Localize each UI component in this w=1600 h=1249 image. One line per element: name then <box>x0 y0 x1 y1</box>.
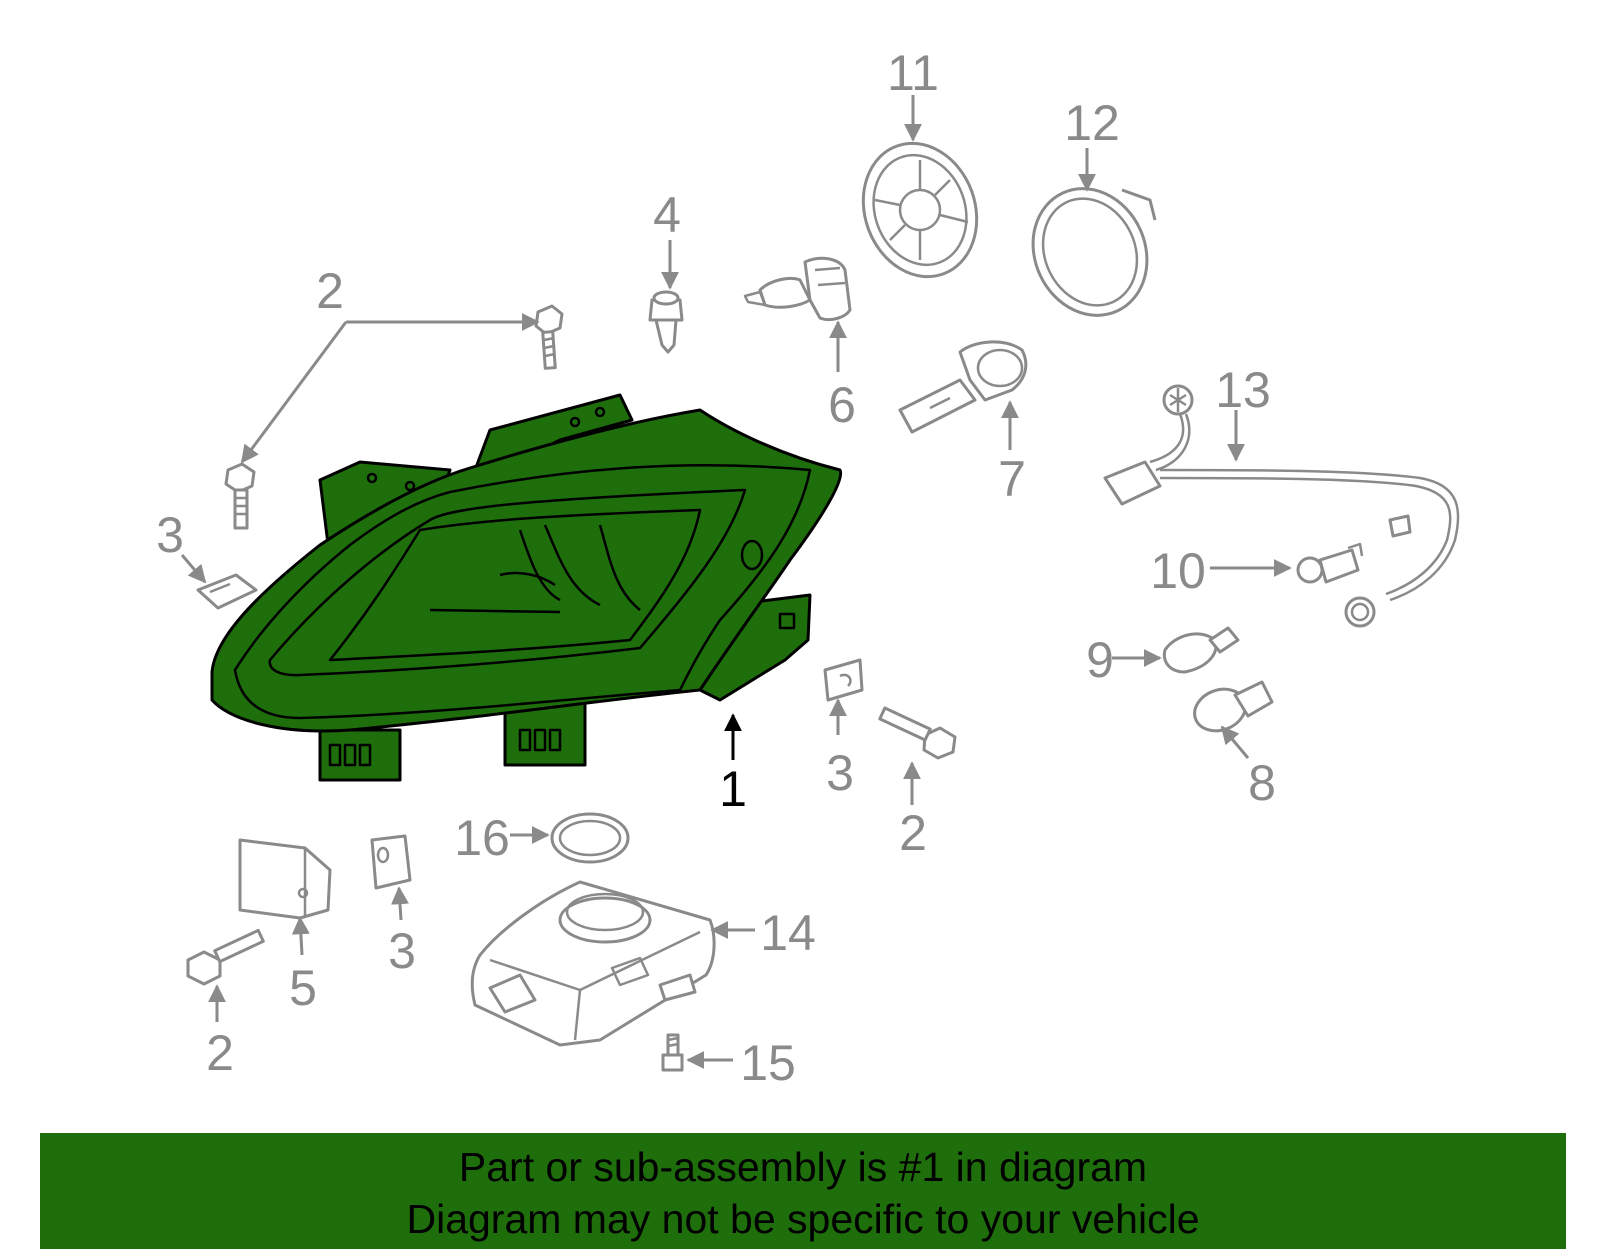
callout-14: 14 <box>760 905 816 961</box>
callout-1: 1 <box>719 761 747 817</box>
dust-cap-part-12[interactable] <box>1013 170 1168 334</box>
callout-9: 9 <box>1086 632 1114 688</box>
bracket-part-5[interactable] <box>238 838 332 920</box>
callout-3-center: 3 <box>826 745 854 801</box>
callout-7: 7 <box>998 451 1026 507</box>
callout-6: 6 <box>828 377 856 433</box>
bulb-part-8[interactable] <box>1189 680 1274 738</box>
headlamp-assembly-part-1[interactable] <box>210 393 843 782</box>
callout-4: 4 <box>653 187 681 243</box>
callout-10: 10 <box>1150 543 1206 599</box>
callout-13: 13 <box>1215 362 1271 418</box>
dust-cap-part-11[interactable] <box>845 127 995 292</box>
seal-ring-part-16[interactable] <box>550 812 630 864</box>
notice-banner: Part or sub-assembly is #1 in diagram Di… <box>40 1133 1566 1249</box>
callout-12: 12 <box>1064 95 1120 151</box>
callout-3-left: 3 <box>156 507 184 563</box>
callout-2-lower: 2 <box>206 1025 234 1081</box>
bulb-part-7[interactable] <box>898 340 1028 434</box>
screw-part-15[interactable] <box>661 1033 684 1072</box>
banner-line-1: Part or sub-assembly is #1 in diagram <box>458 1144 1148 1190</box>
clip-part-3-center[interactable] <box>823 658 864 702</box>
callout-5: 5 <box>289 960 317 1016</box>
bulb-part-6[interactable] <box>743 256 852 322</box>
bolt-part-2-center[interactable] <box>878 706 957 760</box>
bulb-part-9[interactable] <box>1162 626 1240 674</box>
callout-2-center: 2 <box>899 805 927 861</box>
ballast-module-part-14[interactable] <box>470 880 716 1047</box>
bolt-part-2-left[interactable] <box>224 462 256 530</box>
callout-15: 15 <box>740 1035 796 1091</box>
clip-part-3-left[interactable] <box>196 573 258 610</box>
callout-labels: 1 2 3 4 6 11 12 7 13 10 9 8 3 2 16 14 15… <box>156 45 1276 1091</box>
bolt-part-2-top[interactable] <box>534 304 564 370</box>
callout-2-top: 2 <box>316 263 344 319</box>
callout-3-lower: 3 <box>388 923 416 979</box>
leader-lines <box>180 95 1292 1069</box>
clip-part-3-lower[interactable] <box>370 834 412 890</box>
wiring-harness-part-13[interactable] <box>1103 384 1460 628</box>
callout-11: 11 <box>887 45 939 101</box>
banner-line-2: Diagram may not be specific to your vehi… <box>406 1196 1200 1242</box>
callout-16: 16 <box>454 810 510 866</box>
push-clip-part-4[interactable] <box>648 290 684 354</box>
bulb-socket-part-10[interactable] <box>1296 542 1364 584</box>
bolt-part-2-lower[interactable] <box>186 928 265 986</box>
callout-8: 8 <box>1248 755 1276 811</box>
